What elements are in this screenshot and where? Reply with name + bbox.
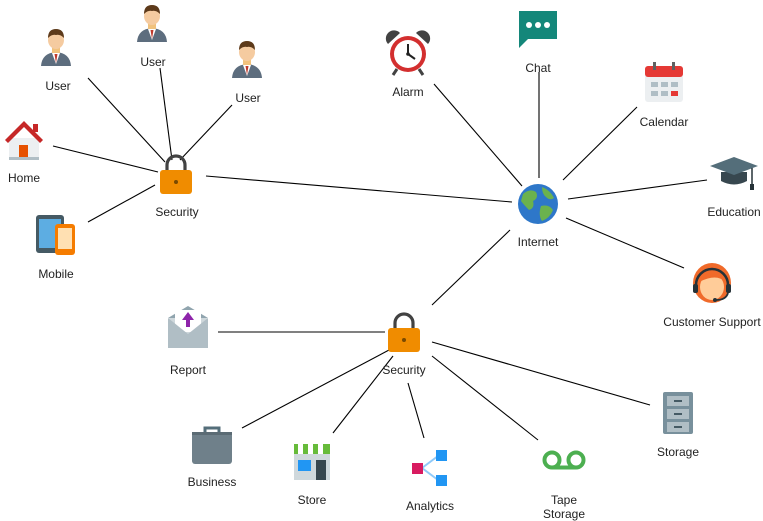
padlock-icon	[388, 312, 420, 352]
security-top-label: Security	[155, 205, 198, 219]
store-label: Store	[298, 493, 327, 507]
storefront-icon	[294, 444, 330, 480]
node-customer-support[interactable]: Customer Support	[663, 263, 761, 329]
analytics-nodes-icon	[412, 450, 447, 486]
analytics-label: Analytics	[406, 499, 454, 513]
node-calendar[interactable]: Calendar	[640, 62, 689, 129]
alarm-clock-icon	[385, 30, 431, 76]
graduation-cap-icon	[710, 157, 758, 190]
node-internet[interactable]: Internet	[518, 184, 559, 249]
node-security-top[interactable]: Security	[155, 154, 199, 219]
edges	[52, 67, 708, 441]
chat-label: Chat	[525, 61, 551, 75]
user-2-label: User	[140, 55, 165, 69]
edge-internet-security-bottom	[431, 229, 511, 306]
node-tape-storage[interactable]: Tape Storage	[542, 450, 586, 521]
security-bottom-label: Security	[382, 363, 425, 377]
edge-security-top-user-1	[87, 77, 166, 163]
node-report[interactable]: Report	[168, 306, 208, 377]
node-mobile[interactable]: Mobile	[36, 215, 75, 281]
edge-security-top-user-2	[159, 67, 173, 161]
edge-security-top-home	[52, 145, 159, 173]
support-agent-icon	[693, 263, 731, 303]
edge-security-bottom-tape-storage	[431, 355, 539, 441]
padlock-icon	[160, 154, 192, 194]
chat-bubble-icon	[519, 11, 557, 48]
mobile-devices-icon	[36, 215, 75, 255]
edge-security-top-user-3	[179, 104, 233, 161]
node-chat[interactable]: Chat	[519, 11, 557, 75]
tape-storage-label-line-2: Storage	[543, 507, 585, 521]
edge-internet-education	[567, 179, 708, 200]
node-alarm[interactable]: Alarm	[385, 30, 431, 99]
edge-security-top-mobile	[87, 184, 156, 223]
edge-internet-customer-support	[565, 217, 685, 269]
node-user-2[interactable]: User	[137, 5, 167, 69]
business-label: Business	[188, 475, 237, 489]
calendar-label: Calendar	[640, 115, 689, 129]
home-icon	[5, 121, 43, 160]
briefcase-icon	[192, 426, 232, 464]
edge-security-bottom-business	[241, 349, 390, 429]
home-label: Home	[8, 171, 40, 185]
edge-internet-alarm	[433, 83, 523, 187]
edge-security-bottom-storage	[431, 341, 651, 406]
node-store[interactable]: Store	[294, 444, 330, 507]
report-envelope-icon	[168, 306, 208, 348]
customer-support-label: Customer Support	[663, 315, 761, 329]
node-user-1[interactable]: User	[41, 29, 71, 93]
alarm-label: Alarm	[392, 85, 423, 99]
mobile-label: Mobile	[38, 267, 74, 281]
node-security-bottom[interactable]: Security	[382, 312, 426, 377]
storage-label: Storage	[657, 445, 699, 459]
edge-internet-calendar	[562, 106, 638, 181]
node-analytics[interactable]: Analytics	[406, 450, 454, 513]
tape-storage-label-line-1: Tape	[551, 493, 577, 507]
edge-security-bottom-store	[332, 355, 394, 434]
user-icon	[232, 41, 262, 78]
tape-reel-icon	[542, 450, 586, 470]
internet-label: Internet	[518, 235, 559, 249]
node-user-3[interactable]: User	[232, 41, 262, 105]
user-1-label: User	[45, 79, 70, 93]
education-label: Education	[707, 205, 760, 219]
edge-security-top-internet	[205, 175, 513, 203]
user-icon	[41, 29, 71, 66]
globe-icon	[518, 184, 558, 224]
user-3-label: User	[235, 91, 260, 105]
file-cabinet-icon	[663, 392, 693, 434]
node-storage[interactable]: Storage	[657, 392, 699, 459]
node-business[interactable]: Business	[188, 426, 237, 489]
user-icon	[137, 5, 167, 42]
node-home[interactable]: Home	[5, 121, 43, 185]
edge-security-bottom-analytics	[407, 382, 425, 439]
report-label: Report	[170, 363, 207, 377]
node-education[interactable]: Education	[707, 157, 761, 219]
calendar-icon	[645, 62, 683, 102]
